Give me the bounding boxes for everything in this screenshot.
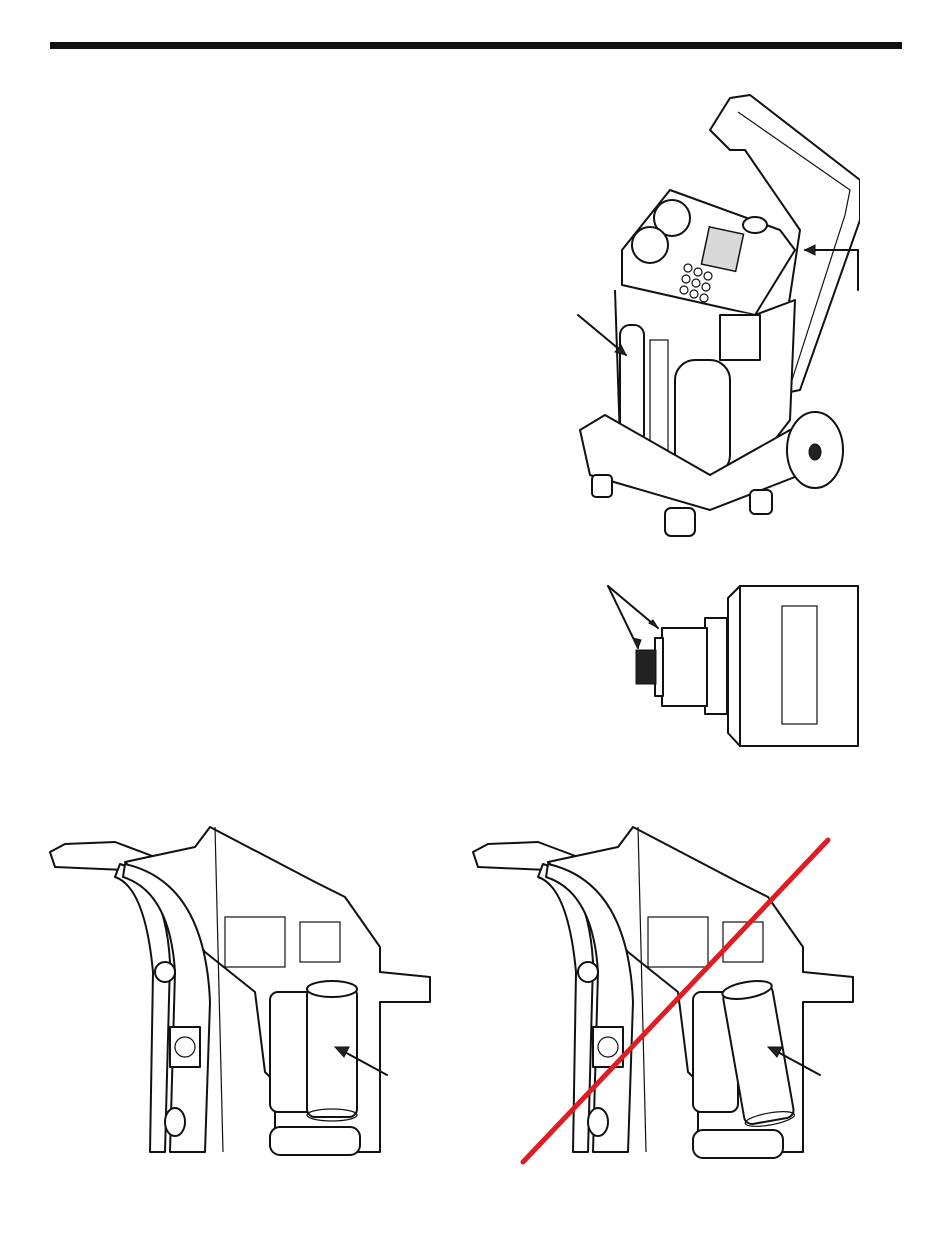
filter-installed-tilted-icon — [468, 822, 858, 1167]
compressor-top — [693, 1130, 783, 1158]
side-knob-bottom — [588, 1108, 608, 1136]
side-knob-bottom — [165, 1108, 185, 1136]
filter-fitting-figure — [600, 578, 860, 753]
filter-end-fitting-icon — [600, 578, 860, 753]
side-knob-top — [155, 962, 175, 982]
filter-incorrect-figure — [468, 822, 858, 1167]
display-screen — [701, 227, 743, 271]
filter-installed-vertical-icon — [45, 822, 435, 1157]
caster-left-icon — [592, 475, 612, 497]
caster-front-icon — [665, 508, 695, 536]
filter-right-vertical — [307, 987, 357, 1117]
side-knob-top — [578, 962, 598, 982]
filter-housing — [728, 586, 858, 746]
compressor-top — [270, 1127, 360, 1155]
fitting-nut — [662, 628, 707, 706]
gauge-right-icon — [632, 227, 668, 263]
ac-service-machine-icon — [560, 90, 860, 550]
filter-correct-figure — [45, 822, 435, 1157]
refrigerant-tank — [675, 360, 730, 475]
fitting-oring — [636, 650, 656, 684]
machine-overview-figure — [560, 90, 860, 550]
header-rule — [50, 42, 902, 49]
fitting-collar — [705, 618, 727, 714]
